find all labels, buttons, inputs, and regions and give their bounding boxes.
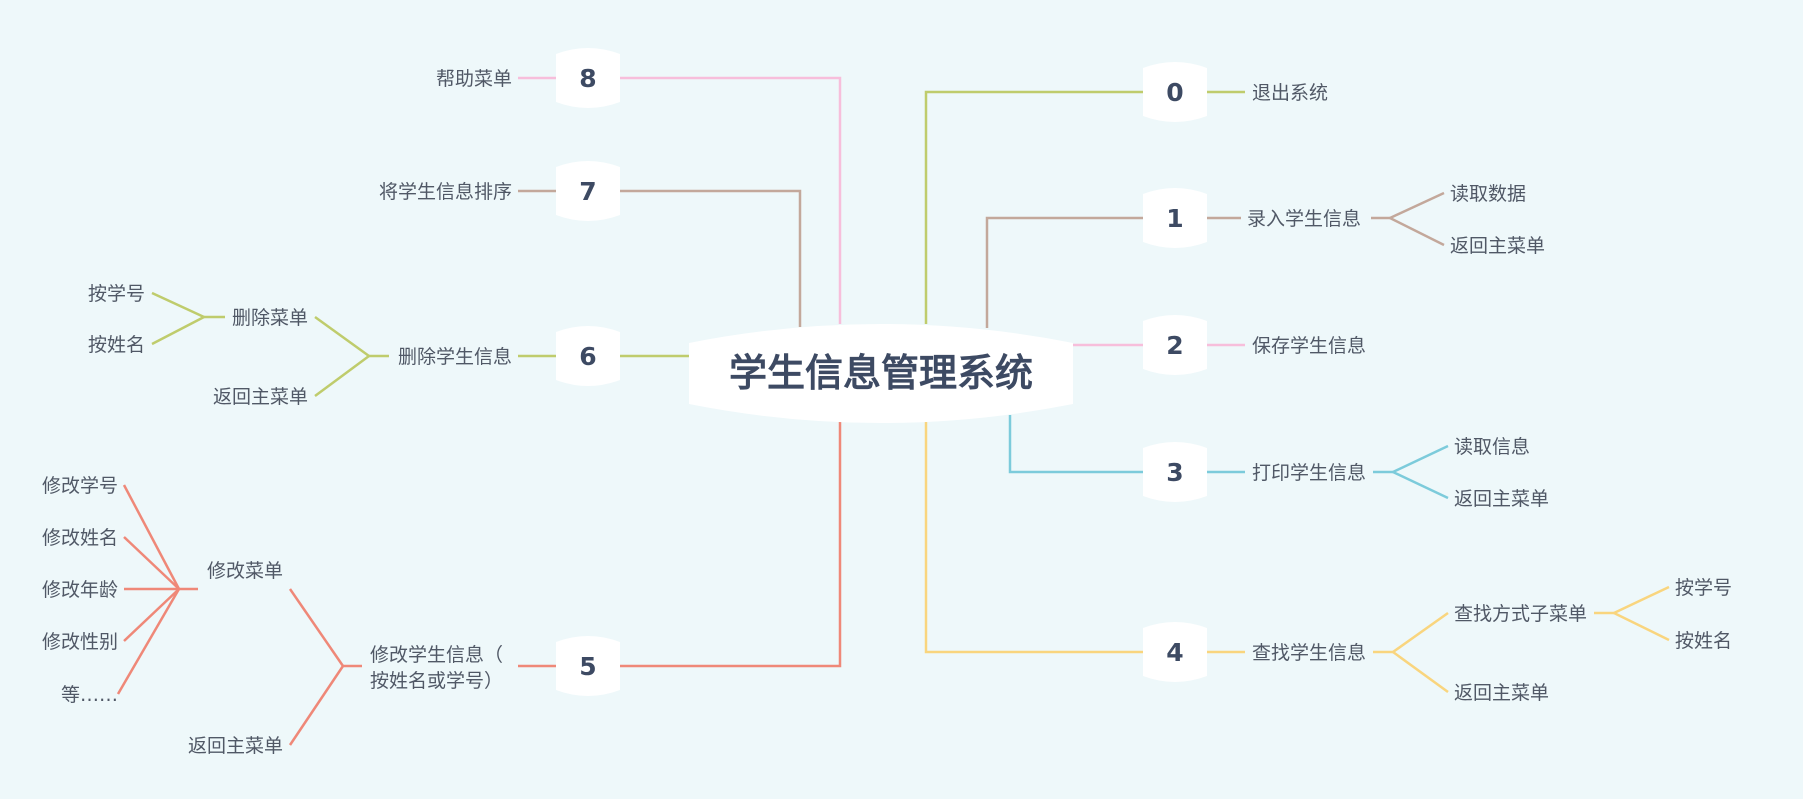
- label-stubs: [518, 76, 1245, 668]
- node-2[interactable]: 2: [1143, 315, 1207, 375]
- node-6-shape: [556, 326, 620, 386]
- branch-5-sub-edit-age[interactable]: 修改年龄: [42, 579, 118, 601]
- branch-6-fan-edge-2: [314, 354, 370, 398]
- branch-1-fan: [1371, 191, 1445, 247]
- branch-0-label[interactable]: 退出系统: [1252, 82, 1328, 104]
- node-4-shape: [1143, 622, 1207, 682]
- branch-5-sub-edit-id[interactable]: 修改学号: [42, 475, 118, 497]
- node-4-number: 4: [1166, 638, 1183, 667]
- branch-4-sub-fan-edge-1: [1613, 585, 1670, 615]
- branch-4-sub-by-id[interactable]: 按学号: [1675, 577, 1732, 599]
- branch-3-fan: [1373, 444, 1449, 500]
- branch-5-sub-etc[interactable]: 等……: [61, 684, 118, 706]
- node-4[interactable]: 4: [1143, 622, 1207, 682]
- node-8-number: 8: [579, 64, 596, 93]
- branch-6-child-return[interactable]: 返回主菜单: [213, 386, 308, 408]
- main-connectors: [620, 76, 1143, 668]
- branch-5-sub-fan-edge-2: [123, 536, 180, 590]
- branch-2-label[interactable]: 保存学生信息: [1252, 335, 1366, 357]
- node-3-shape: [1143, 442, 1207, 502]
- center-node-shape: [689, 324, 1073, 423]
- node-6-number: 6: [579, 342, 596, 371]
- branch-6-sub-fan-edge-1: [151, 291, 205, 319]
- branch-1-fan-edge-1: [1389, 191, 1445, 220]
- node-7-shape: [556, 161, 620, 221]
- branch-3-fan-edge-1: [1392, 444, 1449, 474]
- branch-5-sub-fan-edge-1: [122, 484, 181, 590]
- connector-0: [924, 90, 1143, 324]
- branch-4-sub-menu[interactable]: 查找方式子菜单: [1454, 603, 1587, 625]
- node-8-shape: [556, 48, 620, 108]
- branch-4-fan: [1373, 585, 1670, 694]
- branch-6-sub-fan-edge-2: [151, 315, 205, 346]
- branch-5-fan: [116, 484, 362, 746]
- node-1[interactable]: 1: [1143, 188, 1207, 248]
- connector-4: [924, 422, 1143, 654]
- branch-labels: 退出系统 录入学生信息 保存学生信息 打印学生信息 查找学生信息 修改学生信息（…: [370, 68, 1366, 692]
- center-node[interactable]: 学生信息管理系统: [689, 324, 1073, 423]
- node-3-number: 3: [1166, 458, 1183, 487]
- branch-3-label[interactable]: 打印学生信息: [1252, 462, 1366, 484]
- number-nodes: 0 1 2 3 4 5 6 7: [556, 48, 1207, 696]
- node-7[interactable]: 7: [556, 161, 620, 221]
- connector-7: [620, 189, 802, 327]
- node-6[interactable]: 6: [556, 326, 620, 386]
- sub-labels: 读取数据 返回主菜单 读取信息 返回主菜单 查找方式子菜单 返回主菜单 按学号 …: [42, 183, 1732, 757]
- branch-1-child-read-data[interactable]: 读取数据: [1450, 183, 1526, 205]
- branch-5-label-line-1[interactable]: 修改学生信息（: [370, 644, 503, 666]
- branch-5-fan-edge-1: [288, 588, 345, 667]
- branch-8-label[interactable]: 帮助菜单: [436, 68, 512, 90]
- branch-4-fan-edge-2: [1392, 650, 1449, 694]
- branch-4-fan-edge-1: [1392, 611, 1449, 654]
- branch-5-sub-menu[interactable]: 修改菜单: [207, 560, 283, 582]
- node-0-shape: [1143, 62, 1207, 122]
- branch-6-sub-by-id[interactable]: 按学号: [88, 283, 145, 305]
- connector-1: [985, 216, 1143, 328]
- node-0[interactable]: 0: [1143, 62, 1207, 122]
- branch-6-sub-by-name[interactable]: 按姓名: [88, 334, 145, 356]
- branch-5-label-line-2[interactable]: 按姓名或学号）: [370, 670, 503, 692]
- branch-4-child-return[interactable]: 返回主菜单: [1454, 682, 1549, 704]
- branch-1-fan-edge-2: [1389, 216, 1445, 247]
- branch-1-label[interactable]: 录入学生信息: [1247, 208, 1361, 230]
- branch-7-label[interactable]: 将学生信息排序: [379, 181, 512, 203]
- branch-6-label[interactable]: 删除学生信息: [398, 346, 512, 368]
- connector-3: [1008, 415, 1143, 474]
- center-title: 学生信息管理系统: [729, 351, 1033, 395]
- node-5[interactable]: 5: [556, 636, 620, 696]
- branch-4-sub-fan-edge-2: [1613, 611, 1670, 642]
- branch-5-sub-fan-edge-5: [116, 588, 181, 695]
- branch-4-label[interactable]: 查找学生信息: [1252, 642, 1366, 664]
- branch-4-sub-by-name[interactable]: 按姓名: [1675, 630, 1732, 652]
- branch-5-fan-edge-2: [288, 665, 345, 746]
- branch-6-fan-edge-1: [314, 315, 370, 358]
- connector-5: [620, 422, 842, 668]
- node-5-shape: [556, 636, 620, 696]
- node-7-number: 7: [579, 177, 596, 206]
- branch-3-child-return[interactable]: 返回主菜单: [1454, 488, 1549, 510]
- node-1-shape: [1143, 188, 1207, 248]
- branch-5-sub-fan-edge-4: [123, 588, 180, 642]
- branch-5-child-return[interactable]: 返回主菜单: [188, 735, 283, 757]
- branch-1-child-return[interactable]: 返回主菜单: [1450, 235, 1545, 257]
- branch-6-fan: [151, 291, 389, 398]
- branch-5-sub-edit-gender[interactable]: 修改性别: [42, 631, 118, 653]
- node-3[interactable]: 3: [1143, 442, 1207, 502]
- node-1-number: 1: [1166, 204, 1183, 233]
- branch-5-sub-edit-name[interactable]: 修改姓名: [42, 527, 118, 549]
- node-2-number: 2: [1166, 331, 1183, 360]
- sub-branch-lines: [116, 191, 1670, 746]
- node-0-number: 0: [1166, 78, 1183, 107]
- branch-3-fan-edge-2: [1392, 470, 1449, 500]
- node-8[interactable]: 8: [556, 48, 620, 108]
- branch-3-child-read-info[interactable]: 读取信息: [1454, 436, 1530, 458]
- connector-8: [620, 76, 842, 324]
- branch-6-sub-menu[interactable]: 删除菜单: [232, 307, 308, 329]
- node-5-number: 5: [579, 652, 596, 681]
- node-2-shape: [1143, 315, 1207, 375]
